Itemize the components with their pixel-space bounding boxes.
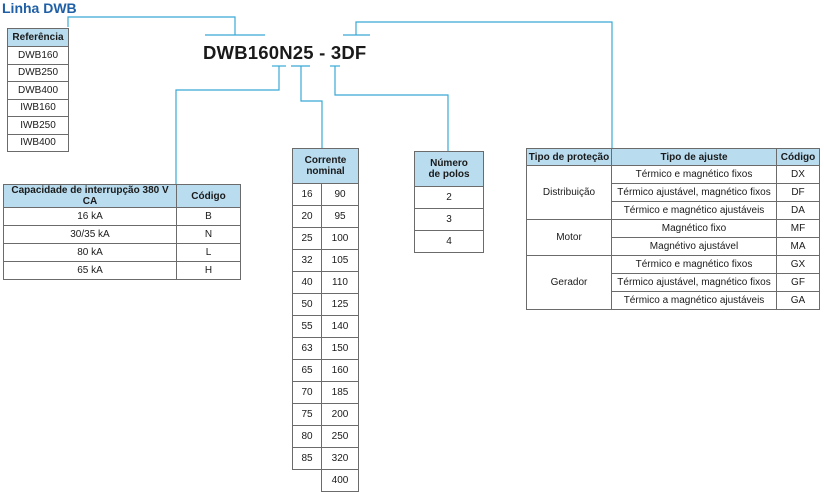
- current-value: 90: [321, 183, 359, 206]
- protection-code: DA: [776, 201, 820, 220]
- current-value: 400: [321, 469, 359, 492]
- current-value: 70: [292, 381, 322, 404]
- protection-adjust: Térmico e magnético fixos: [611, 165, 777, 184]
- current-value: 75: [292, 403, 322, 426]
- reference-header: Referência: [7, 28, 69, 47]
- protection-type-header: Tipo de proteção: [526, 148, 612, 166]
- connector-reference: [67, 16, 236, 35]
- capacity-code: N: [176, 225, 241, 244]
- current-value: 80: [292, 425, 322, 448]
- current-value: 85: [292, 447, 322, 470]
- capacity-code-header: Código: [176, 184, 241, 208]
- capacity-code: B: [176, 207, 241, 226]
- capacity-value: 80 kA: [3, 243, 177, 262]
- reference-item: DWB160: [7, 46, 69, 65]
- protection-code: DX: [776, 165, 820, 184]
- protection-table: Tipo de proteção Tipo de ajuste Código D…: [526, 148, 820, 310]
- poles-value: 4: [414, 230, 484, 253]
- current-value: 32: [292, 249, 322, 272]
- protection-type: Gerador: [526, 255, 612, 310]
- current-value: 95: [321, 205, 359, 228]
- current-value: 55: [292, 315, 322, 338]
- capacity-header: Capacidade de interrupção 380 V CA: [3, 184, 177, 208]
- protection-adjust: Térmico a magnético ajustáveis: [611, 291, 777, 310]
- capacity-code: H: [176, 261, 241, 280]
- poles-value: 2: [414, 186, 484, 209]
- capacity-code: L: [176, 243, 241, 262]
- connector-current: [300, 66, 323, 148]
- current-value: 16: [292, 183, 322, 206]
- current-value: 20: [292, 205, 322, 228]
- protection-code: GF: [776, 273, 820, 292]
- protection-type: Distribuição: [526, 165, 612, 220]
- current-value: 50: [292, 293, 322, 316]
- current-value: 160: [321, 359, 359, 382]
- protection-adjust: Magnético fixo: [611, 219, 777, 238]
- reference-item: IWB400: [7, 133, 69, 152]
- current-value: 320: [321, 447, 359, 470]
- protection-code: DF: [776, 183, 820, 202]
- current-value: 185: [321, 381, 359, 404]
- current-value: 125: [321, 293, 359, 316]
- reference-item: IWB160: [7, 98, 69, 117]
- capacity-value: 16 kA: [3, 207, 177, 226]
- current-value: 140: [321, 315, 359, 338]
- current-value: 200: [321, 403, 359, 426]
- connector-capacity: [175, 66, 280, 184]
- capacity-value: 65 kA: [3, 261, 177, 280]
- reference-item: DWB400: [7, 81, 69, 100]
- protection-type: Motor: [526, 219, 612, 256]
- current-value: 110: [321, 271, 359, 294]
- current-value: 40: [292, 271, 322, 294]
- capacity-value: 30/35 kA: [3, 225, 177, 244]
- current-value: 25: [292, 227, 322, 250]
- reference-item: DWB250: [7, 63, 69, 82]
- capacity-table: Capacidade de interrupção 380 V CA Códig…: [3, 184, 241, 280]
- connector-protection: [355, 21, 613, 148]
- protection-code-header: Código: [776, 148, 820, 166]
- protection-adjust: Térmico e magnético ajustáveis: [611, 201, 777, 220]
- current-value: 100: [321, 227, 359, 250]
- protection-adjust: Magnétivo ajustável: [611, 237, 777, 256]
- protection-adjust: Térmico e magnético fixos: [611, 255, 777, 274]
- protection-code: GA: [776, 291, 820, 310]
- reference-item: IWB250: [7, 116, 69, 135]
- current-value: 63: [292, 337, 322, 360]
- reference-table: Referência DWB160 DWB250 DWB400 IWB160 I…: [7, 28, 69, 152]
- protection-adjust-header: Tipo de ajuste: [611, 148, 777, 166]
- current-value: 105: [321, 249, 359, 272]
- protection-adjust: Térmico ajustável, magnético fixos: [611, 273, 777, 292]
- protection-adjust: Térmico ajustável, magnético fixos: [611, 183, 777, 202]
- current-value: 250: [321, 425, 359, 448]
- protection-code: MA: [776, 237, 820, 256]
- diagram-title: Linha DWB: [2, 0, 77, 16]
- current-value: 150: [321, 337, 359, 360]
- poles-value: 3: [414, 208, 484, 231]
- model-code: DWB160N25 - 3DF: [203, 42, 367, 63]
- protection-code: GX: [776, 255, 820, 274]
- protection-code: MF: [776, 219, 820, 238]
- connector-poles: [334, 66, 449, 151]
- current-value: 65: [292, 359, 322, 382]
